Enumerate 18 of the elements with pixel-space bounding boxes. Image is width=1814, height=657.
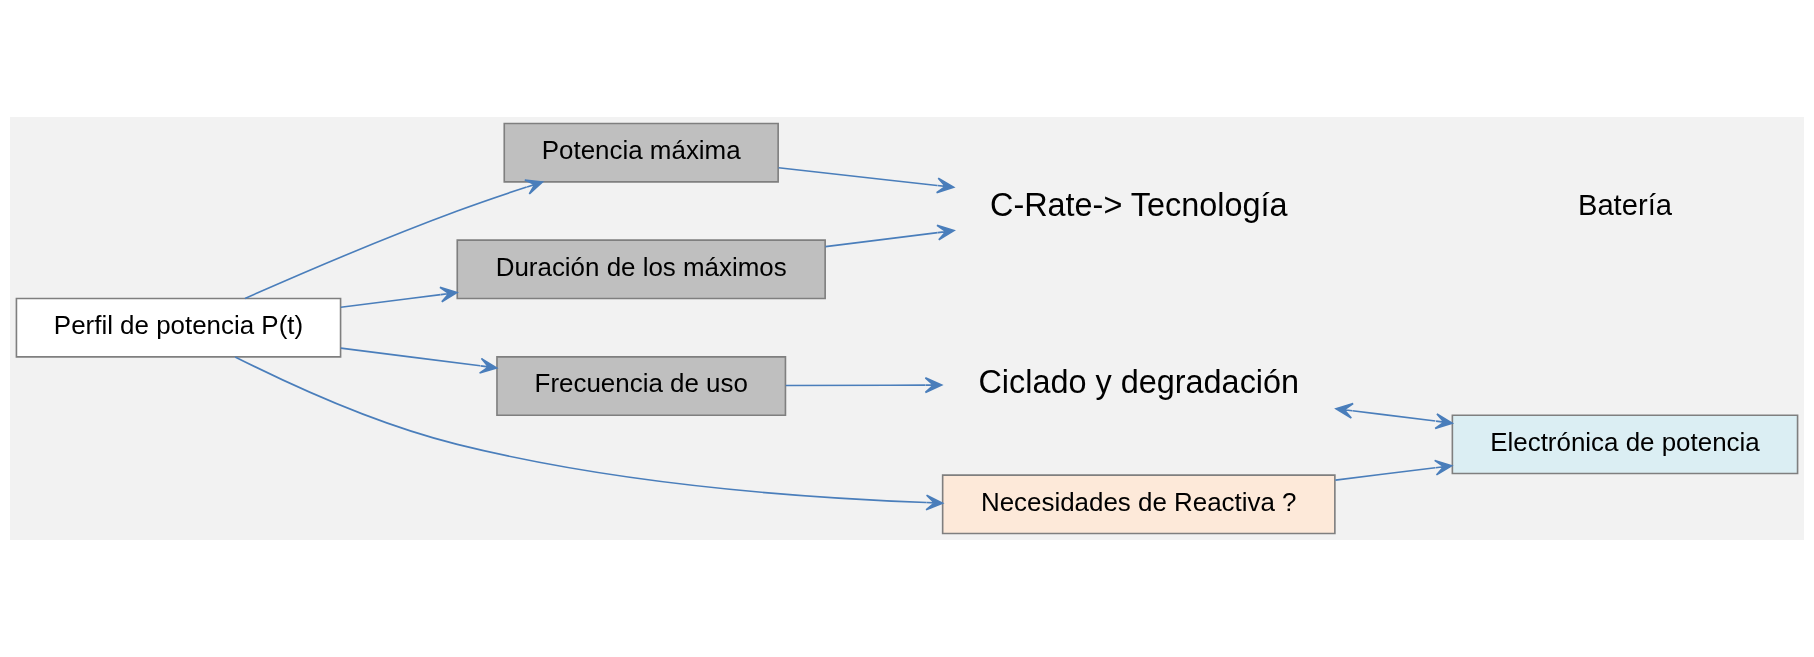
arrow xyxy=(785,377,943,394)
arrow xyxy=(244,179,544,300)
node-box: Frecuencia de uso xyxy=(496,356,787,416)
node-box: Potencia máxima xyxy=(503,122,779,183)
node-box: Perfil de potencia P(t) xyxy=(15,297,342,358)
arrow xyxy=(234,356,944,511)
node-box: Necesidades de Reactiva ? xyxy=(941,474,1336,535)
arrow xyxy=(1335,402,1453,430)
label: Batería xyxy=(1577,188,1672,221)
node-box: Electrónica de potencia xyxy=(1451,414,1799,475)
arrow xyxy=(340,286,458,309)
arrow xyxy=(777,167,955,194)
arrow xyxy=(340,347,498,374)
arrow xyxy=(824,224,955,248)
node-text: C-Rate-> Tecnología xyxy=(989,186,1288,223)
node-text: Ciclado y degradación xyxy=(978,363,1300,400)
node-box: Duración de los máximos xyxy=(456,239,826,300)
arrow xyxy=(1334,459,1453,481)
